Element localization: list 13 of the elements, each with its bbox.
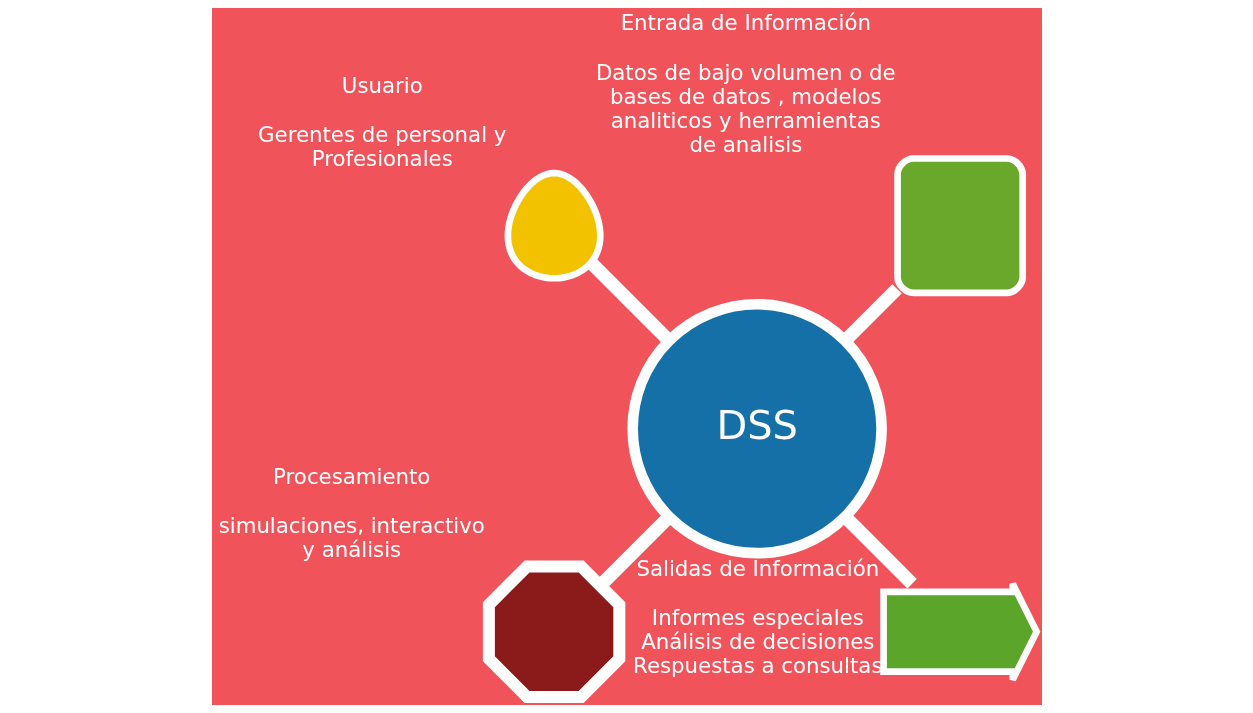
node-label: Procesamiento (272, 463, 430, 489)
node-label: Entrada de Información (620, 10, 871, 36)
node-label: simulaciones, interactivo y análisis (218, 512, 485, 562)
node-arrow (879, 580, 1040, 683)
node-label: Gerentes de personal y Profesionales (257, 122, 506, 172)
connector (586, 258, 673, 345)
node-circle: DSS (626, 298, 887, 559)
node-label: Usuario (341, 72, 423, 98)
node-box (893, 155, 1026, 297)
node-gear (482, 560, 625, 703)
node-person (504, 169, 604, 282)
connector (596, 512, 673, 589)
node-label: Datos de bajo volumen o de bases de datos , modelos analiticos y herramientas de analisis (595, 59, 896, 157)
